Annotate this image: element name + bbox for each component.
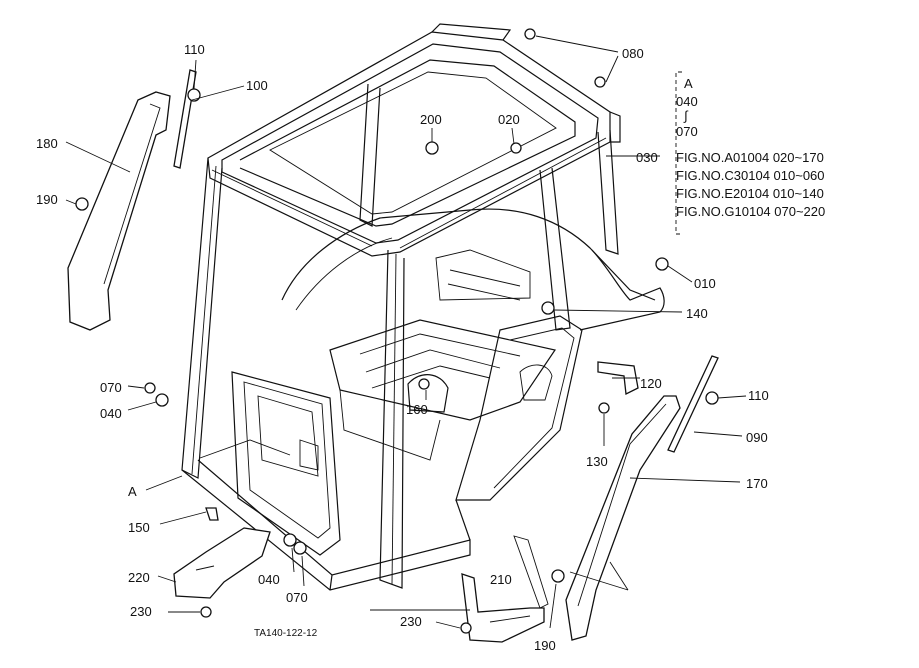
part-180-side-trim (67, 91, 171, 331)
callout-010: 010 (694, 276, 716, 291)
part-210-step (461, 535, 549, 643)
callout-040-bottom: 040 (258, 572, 280, 587)
part-100-strip (173, 69, 197, 169)
part-090-strip (667, 355, 719, 453)
fasteners (75, 28, 719, 634)
callout-070-bottom: 070 (286, 590, 308, 605)
leader-lines (65, 35, 747, 629)
callout-090: 090 (746, 430, 768, 445)
callout-150: 150 (128, 520, 150, 535)
part-120-bracket (597, 361, 639, 395)
callout-180: 180 (36, 136, 58, 151)
part-170-side-trim (565, 395, 681, 641)
ref-tilde: ∫ (683, 108, 689, 123)
callout-230-bottom: 230 (400, 614, 422, 629)
ref-start: 040 (676, 94, 698, 109)
callout-100: 100 (246, 78, 268, 93)
ref-lead-label: 030 (636, 150, 658, 165)
callout-040-left: 040 (100, 406, 122, 421)
callout-130: 130 (586, 454, 608, 469)
callout-labels: 110 100 180 190 200 020 080 010 140 120 … (36, 42, 769, 653)
callout-020: 020 (498, 112, 520, 127)
callout-120: 120 (640, 376, 662, 391)
ref-line-1: FIG.NO.A01004 020~170 (676, 150, 824, 165)
callout-230-left: 230 (130, 604, 152, 619)
figure-code: TA140-122-12 (254, 628, 318, 639)
ref-letter: A (684, 76, 693, 91)
cabin-frame (181, 23, 665, 591)
callout-A: A (128, 484, 137, 499)
callout-190-left: 190 (36, 192, 58, 207)
reference-block: A 040 ∫ 070 030 FIG.NO.A01004 020~170 FI… (636, 71, 825, 235)
callout-080: 080 (622, 46, 644, 61)
ref-end: 070 (676, 124, 698, 139)
callout-140: 140 (686, 306, 708, 321)
callout-070-left: 070 (100, 380, 122, 395)
ref-line-3: FIG.NO.E20104 010~140 (676, 186, 824, 201)
part-150-clip (205, 507, 219, 521)
callout-220: 220 (128, 570, 150, 585)
callout-200: 200 (420, 112, 442, 127)
callout-160: 160 (406, 402, 428, 417)
ref-line-2: FIG.NO.C30104 010~060 (676, 168, 825, 183)
callout-190-bottom: 190 (534, 638, 556, 653)
part-220-bracket (173, 527, 271, 599)
callout-110-right: 110 (748, 388, 769, 403)
ref-line-4: FIG.NO.G10104 070~220 (676, 204, 825, 219)
callout-110-top: 110 (184, 42, 205, 57)
callout-170: 170 (746, 476, 768, 491)
callout-210: 210 (490, 572, 512, 587)
